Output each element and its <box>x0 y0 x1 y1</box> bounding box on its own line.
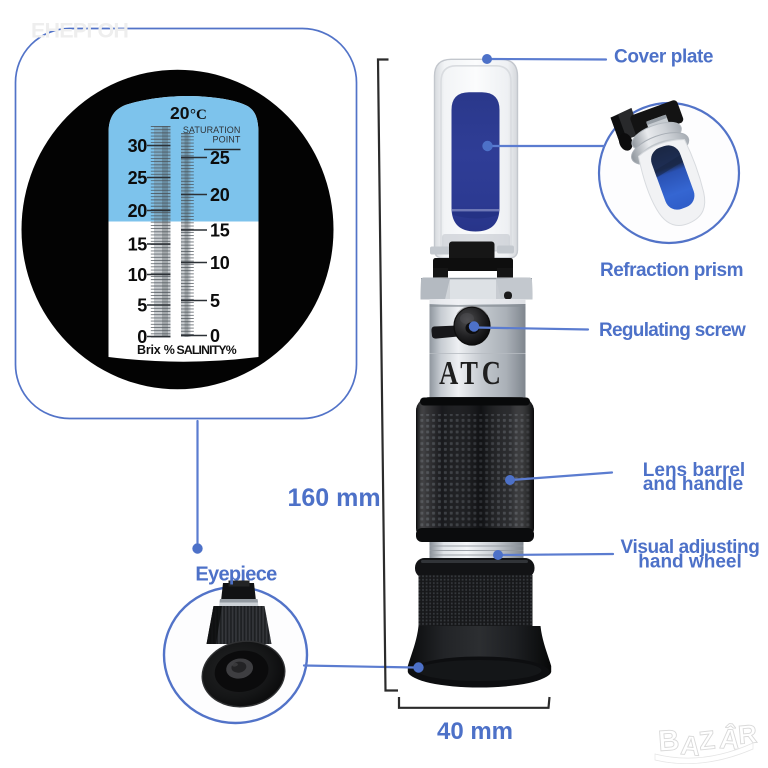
svg-text:20: 20 <box>128 201 148 221</box>
svg-text:10: 10 <box>210 253 230 273</box>
svg-text:20: 20 <box>210 185 230 205</box>
svg-text:and handle: and handle <box>643 474 743 495</box>
svg-text:Refraction prism: Refraction prism <box>600 260 743 281</box>
svg-text:Â: Â <box>719 723 741 755</box>
svg-text:15: 15 <box>210 221 230 241</box>
svg-text:Regulating screw: Regulating screw <box>599 320 746 341</box>
svg-text:0: 0 <box>210 326 220 346</box>
svg-text:30: 30 <box>128 136 148 156</box>
svg-text:Visual adjusting: Visual adjusting <box>621 537 760 558</box>
svg-text:R: R <box>737 718 759 750</box>
svg-text:5: 5 <box>210 291 220 311</box>
svg-text:20: 20 <box>170 103 190 123</box>
svg-text:15: 15 <box>128 235 148 255</box>
svg-text:ATC: ATC <box>439 354 505 392</box>
svg-text:POINT: POINT <box>212 135 240 145</box>
svg-text:160 mm: 160 mm <box>287 484 380 512</box>
svg-text:ЕНЕРГОН: ЕНЕРГОН <box>31 19 128 43</box>
svg-text:25: 25 <box>128 168 148 188</box>
svg-text:Cover plate: Cover plate <box>614 47 713 68</box>
svg-text:A: A <box>679 730 701 762</box>
svg-text:5: 5 <box>137 296 147 316</box>
svg-text:B: B <box>657 725 680 758</box>
svg-text:SALINITY%: SALINITY% <box>177 343 237 357</box>
svg-text:Eyepiece: Eyepiece <box>195 564 277 586</box>
svg-text:Z: Z <box>697 724 716 756</box>
svg-text:40 mm: 40 mm <box>437 718 513 745</box>
svg-text:0: 0 <box>137 327 147 347</box>
svg-text:Brix %: Brix % <box>137 343 175 357</box>
svg-text:10: 10 <box>128 265 148 285</box>
svg-text:hand wheel: hand wheel <box>638 552 741 573</box>
svg-text:SATURATION: SATURATION <box>183 125 241 135</box>
svg-text:25: 25 <box>210 148 230 168</box>
svg-text:°C: °C <box>190 107 207 123</box>
svg-text:Lens barrel: Lens barrel <box>643 460 745 481</box>
